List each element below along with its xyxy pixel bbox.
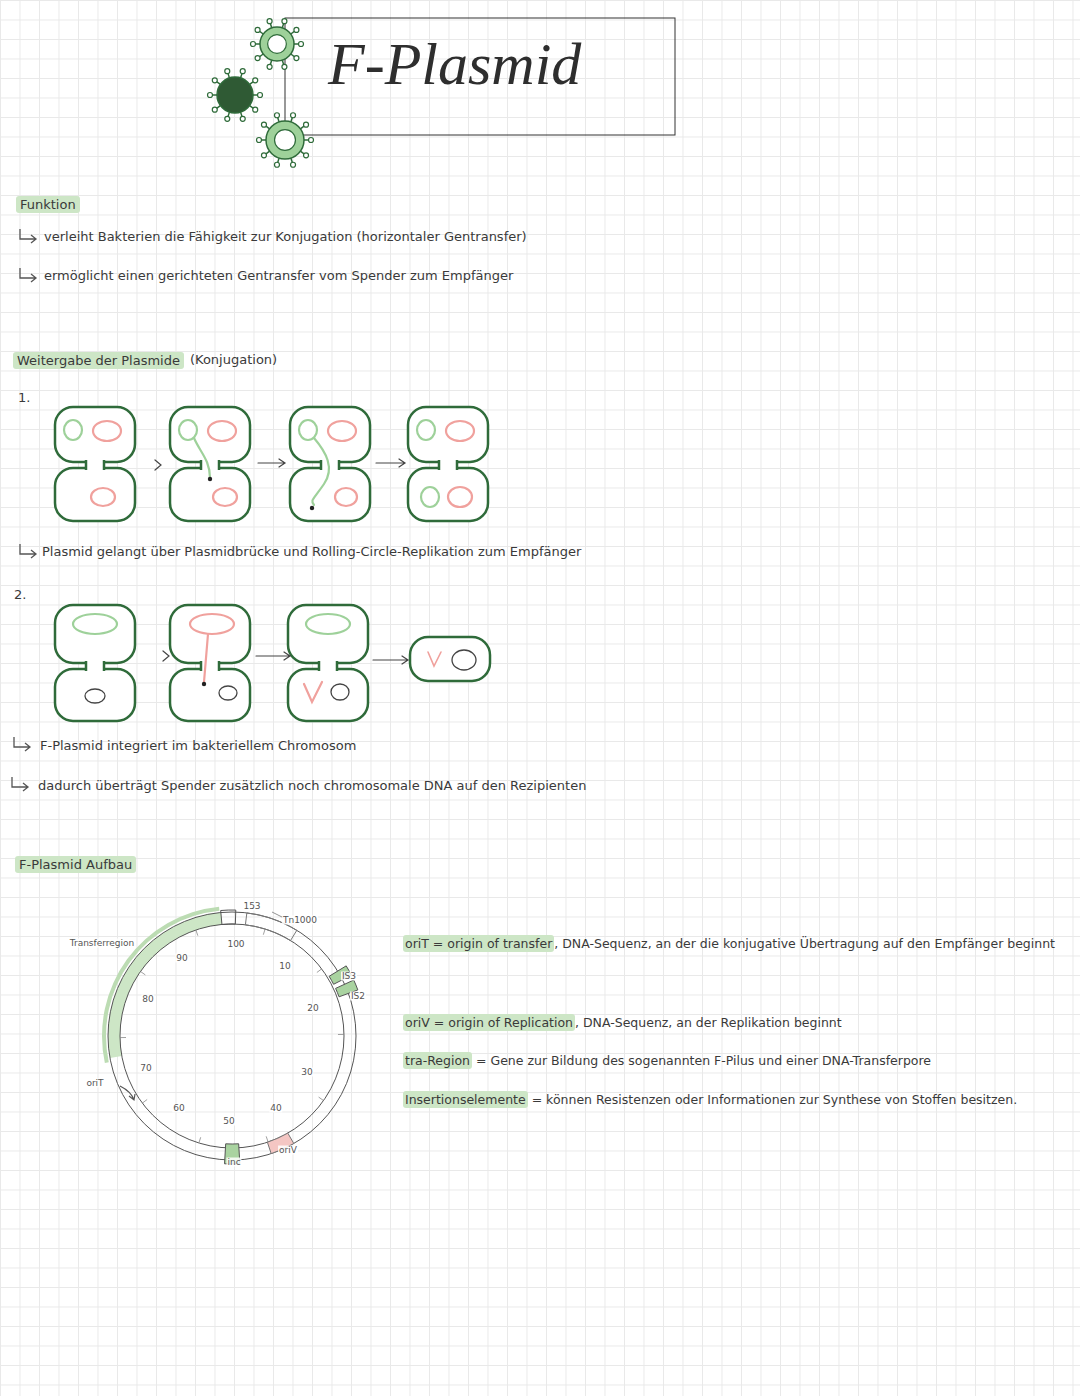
hook-arrow xyxy=(20,544,36,558)
step-number: 1. xyxy=(18,390,30,406)
page-title: F-Plasmid xyxy=(328,34,581,94)
section-heading: Weitergabe der Plasmide xyxy=(13,352,184,369)
bacteria-drawings xyxy=(55,407,490,721)
region-label: IS3 xyxy=(341,972,357,981)
bacteria-pair xyxy=(55,605,135,721)
term-highlight: oriT = origin of transfer xyxy=(403,935,554,952)
note-text: dadurch überträgt Spender zusätzlich noc… xyxy=(38,778,586,794)
hook-arrow xyxy=(12,777,28,791)
bacteria-pair xyxy=(55,407,135,521)
note-text: (Konjugation) xyxy=(190,352,277,368)
title-frame xyxy=(285,18,675,135)
virus-icons xyxy=(208,19,314,168)
region-label: IS2 xyxy=(350,992,366,1001)
map-number: 20 xyxy=(306,1004,319,1013)
map-number: 50 xyxy=(222,1117,235,1126)
note-text: verleiht Bakterien die Fähigkeit zur Kon… xyxy=(44,229,527,245)
map-number: 100 xyxy=(226,940,245,949)
definition-text: , DNA-Sequenz, an der die konjugative Üb… xyxy=(554,936,1055,951)
definition: oriV = origin of Replication, DNA-Sequen… xyxy=(403,1003,1068,1042)
bacteria-pair xyxy=(290,407,370,521)
map-number: 90 xyxy=(175,954,188,963)
section-heading: Funktion xyxy=(16,196,80,213)
virus-icon xyxy=(257,113,314,167)
region-label: oriV xyxy=(278,1146,298,1155)
definition: oriT = origin of transfer, DNA-Sequenz, … xyxy=(403,924,1068,963)
bacteria-pair xyxy=(408,407,488,521)
bacteria-pair xyxy=(288,605,368,721)
map-number: 80 xyxy=(141,995,154,1004)
region-label: Transferregion xyxy=(69,939,136,948)
bacteria-pair xyxy=(170,605,250,721)
definition: Insertionselemente = können Resistenzen o… xyxy=(403,1080,1068,1119)
plasmid-map xyxy=(102,907,358,1164)
note-text: ermöglicht einen gerichteten Gentransfer… xyxy=(44,268,513,284)
map-number: 10 xyxy=(278,962,291,971)
region-label: Tn1000 xyxy=(282,916,318,925)
term-highlight: tra-Region xyxy=(403,1052,472,1069)
map-number: 60 xyxy=(172,1104,185,1113)
definition-text: , DNA-Sequenz, an der Replikation beginn… xyxy=(575,1015,842,1030)
note-text: F-Plasmid integriert im bakteriellem Chr… xyxy=(40,738,356,754)
term-highlight: Insertionselemente xyxy=(403,1091,528,1108)
definition-text: = können Resistenzen oder Informationen … xyxy=(532,1092,1017,1107)
map-number: 30 xyxy=(300,1068,313,1077)
section-heading: F-Plasmid Aufbau xyxy=(15,856,136,873)
definition: tra-Region = Gene zur Bildung des sogenan… xyxy=(403,1041,1068,1080)
term-highlight: oriV = origin of Replication xyxy=(403,1014,575,1031)
region-label: oriT xyxy=(85,1079,104,1088)
step-number: 2. xyxy=(14,587,26,603)
heading-text: Funktion xyxy=(20,197,76,212)
definition-text: = Gene zur Bildung des sogenannten F-Pil… xyxy=(476,1053,931,1068)
hook-arrow xyxy=(14,737,30,751)
virus-icon xyxy=(251,19,304,70)
map-number: 70 xyxy=(139,1064,152,1073)
note-text: Plasmid gelangt über Plasmidbrücke und R… xyxy=(42,544,581,560)
hook-arrow xyxy=(20,268,36,282)
map-number: 153 xyxy=(242,902,261,911)
hook-arrow xyxy=(20,229,36,243)
bacteria-pair xyxy=(170,407,250,521)
hook-arrows xyxy=(12,229,36,791)
heading-text: F-Plasmid Aufbau xyxy=(19,857,132,872)
virus-icon xyxy=(208,69,263,122)
heading-text: Weitergabe der Plasmide xyxy=(17,353,180,368)
map-number: 40 xyxy=(269,1104,282,1113)
region-label: inc xyxy=(226,1158,241,1167)
